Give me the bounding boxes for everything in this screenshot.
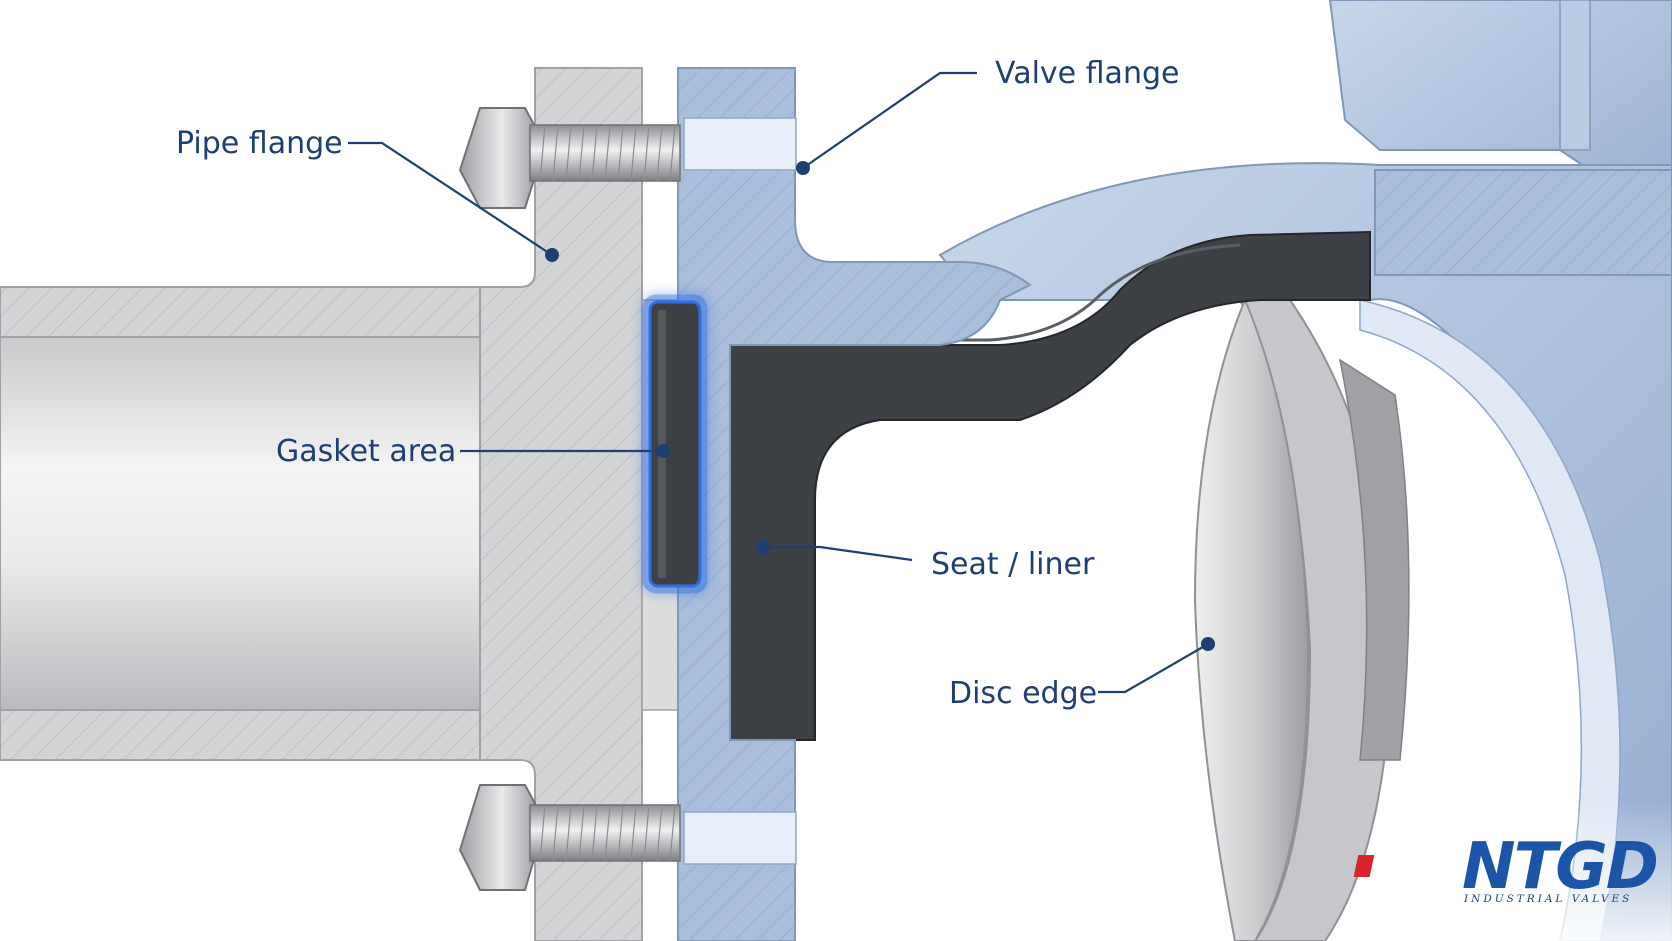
gasket: [642, 294, 708, 594]
seat-liner: [729, 230, 1371, 741]
svg-text:NTGD: NTGD: [1462, 830, 1657, 904]
svg-text:Gasket area: Gasket area: [276, 434, 456, 469]
bolt-icon: [458, 107, 681, 209]
nut-icon: [458, 784, 681, 891]
label-seat-liner: Seat / liner: [756, 540, 1095, 582]
label-disc-edge: Disc edge: [949, 637, 1215, 711]
label-pipe-flange: Pipe flange: [176, 126, 559, 262]
svg-text:Valve flange: Valve flange: [995, 56, 1179, 91]
valve-flange-body: [677, 67, 1032, 941]
label-gasket-area: Gasket area: [276, 434, 670, 469]
svg-text:Seat / liner: Seat / liner: [931, 547, 1095, 582]
svg-text:INDUSTRIAL VALVES: INDUSTRIAL VALVES: [1463, 893, 1632, 905]
butterfly-disc: [1193, 297, 1410, 941]
svg-text:Disc edge: Disc edge: [949, 676, 1097, 711]
valve-body: [938, 0, 1672, 941]
svg-text:Pipe flange: Pipe flange: [176, 126, 343, 161]
label-valve-flange: Valve flange: [796, 56, 1179, 175]
brand-logo: NTGD INDUSTRIAL VALVES: [1353, 830, 1659, 905]
